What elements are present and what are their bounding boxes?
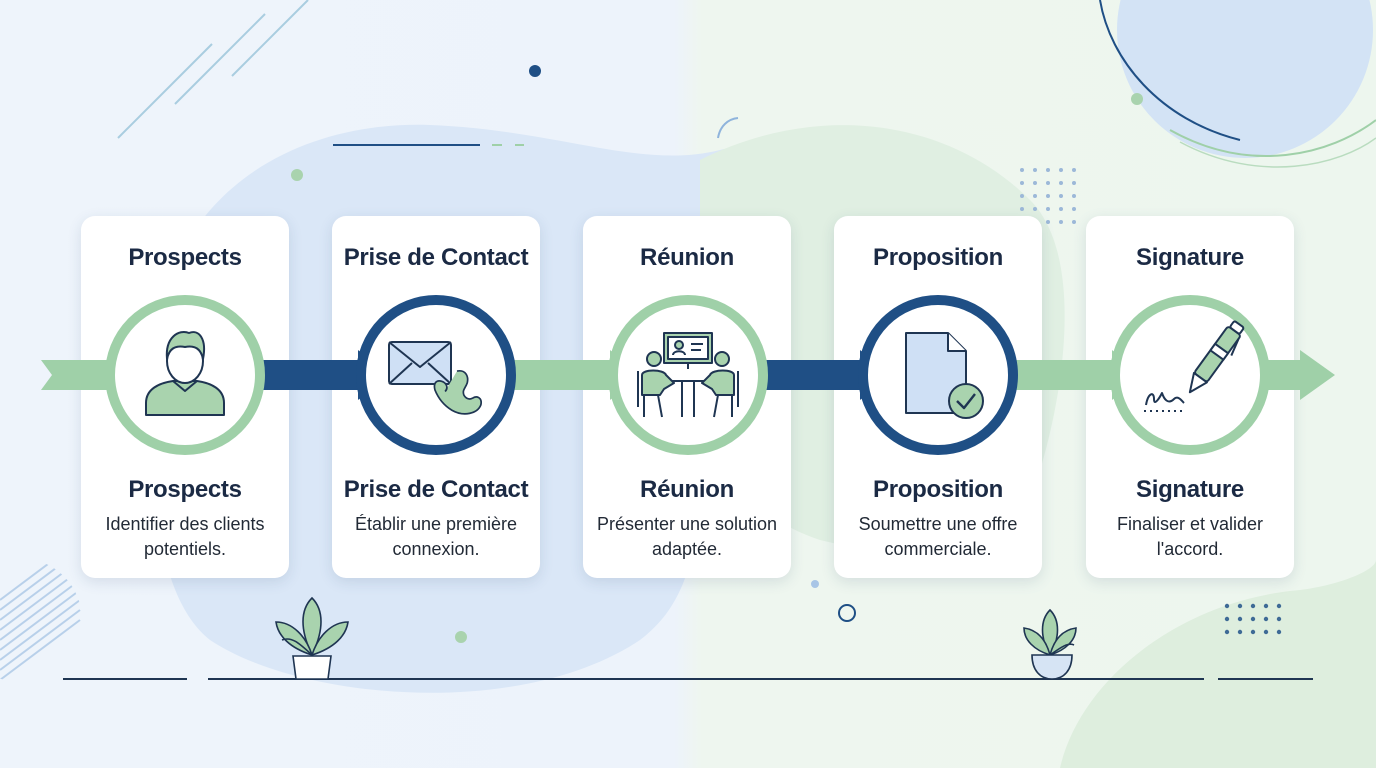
grid-dot [1224, 629, 1230, 635]
flow-arrows [41, 350, 1335, 400]
flow-arrow [255, 350, 388, 400]
grid-dot [1046, 207, 1050, 211]
plant-right-icon [1023, 608, 1077, 680]
step-description: Identifier des clients potentiels. [105, 514, 265, 559]
grid-dot [1072, 220, 1076, 224]
grid-dot [1072, 194, 1076, 198]
step-label: Signature [1136, 476, 1244, 503]
top-right-arc-green [1169, 119, 1376, 157]
grid-dot [1059, 181, 1063, 185]
step-label: Proposition [872, 476, 1004, 503]
grid-dot [1046, 220, 1050, 224]
grid-dot [1020, 168, 1024, 172]
grid-dot [1020, 207, 1024, 211]
grid-dot [1046, 194, 1050, 198]
grid-dot [1033, 194, 1037, 198]
step-card-signature: Signature Signature Finaliser et valider… [1086, 216, 1294, 578]
hatch-line [0, 619, 81, 681]
step-label: Prise de Contact [343, 476, 529, 503]
step-ring [105, 295, 265, 455]
grid-dot [1224, 616, 1230, 622]
diagonal-lines [117, 0, 309, 139]
step-description: Établir une première connexion. [354, 514, 518, 559]
top-right-circle [1117, 0, 1373, 158]
grid-dot [1250, 616, 1256, 622]
dot [811, 580, 819, 588]
flow-arrow [1008, 350, 1142, 400]
flow-arrow [758, 350, 890, 400]
hatch-line [0, 558, 81, 601]
step-description: Soumettre une offre commerciale. [858, 514, 1018, 559]
step-description: Présenter une solution adaptée. [596, 514, 778, 559]
top-right-arc-green-2 [1179, 137, 1376, 168]
grid-dot [1237, 629, 1243, 635]
grid-dot [1046, 168, 1050, 172]
grid-dot [1224, 603, 1230, 609]
grid-dot [1020, 194, 1024, 198]
step-ring [356, 295, 516, 455]
dot-grid-bottom [1224, 603, 1282, 635]
dot [455, 631, 467, 643]
flow-arrow [1260, 350, 1335, 400]
grid-dot [1020, 181, 1024, 185]
grid-dot [1072, 181, 1076, 185]
grid-dot [1059, 220, 1063, 224]
grid-dot [1276, 629, 1282, 635]
top-right-arc [1099, 0, 1241, 141]
hatch-line [0, 609, 81, 671]
grid-dot [1263, 603, 1269, 609]
hatch-line [0, 569, 81, 631]
grid-dot [1033, 168, 1037, 172]
grid-dot [1059, 207, 1063, 211]
step-title: Signature [1136, 244, 1244, 271]
step-title: Prospects [128, 244, 242, 271]
grid-dot [1046, 181, 1050, 185]
hatch-lines [0, 558, 81, 681]
green-blob-bottom [1060, 560, 1376, 768]
hatch-line [0, 589, 81, 651]
flow-arrow [506, 350, 640, 400]
flow-arrow-start [41, 360, 110, 390]
grid-dot [1059, 194, 1063, 198]
ring-dot [838, 604, 856, 622]
grid-dot [1059, 168, 1063, 172]
grid-dot [1250, 629, 1256, 635]
grid-dot [1263, 616, 1269, 622]
hatch-line [0, 599, 81, 661]
grid-dot [1033, 207, 1037, 211]
grid-dot [1072, 207, 1076, 211]
grid-dot [1250, 603, 1256, 609]
step-ring [858, 295, 1018, 455]
step-label: Réunion [640, 476, 734, 503]
dot [529, 65, 541, 77]
grid-dot [1072, 168, 1076, 172]
grid-dot [1276, 603, 1282, 609]
grid-dot [1263, 629, 1269, 635]
step-ring [608, 295, 768, 455]
grid-dot [1237, 616, 1243, 622]
hatch-line [0, 579, 81, 641]
step-description: Finaliser et valider l'accord. [1116, 514, 1264, 559]
step-title: Réunion [640, 244, 734, 271]
grid-dot [1237, 603, 1243, 609]
step-title: Proposition [872, 244, 1004, 271]
grid-dot [1276, 616, 1282, 622]
step-ring [1110, 295, 1270, 455]
small-arc [717, 117, 739, 139]
grid-dot [1033, 181, 1037, 185]
step-title: Prise de Contact [343, 244, 529, 271]
plant-left-icon [275, 596, 349, 680]
step-label: Prospects [128, 476, 242, 503]
dot [1131, 93, 1143, 105]
dot [291, 169, 303, 181]
